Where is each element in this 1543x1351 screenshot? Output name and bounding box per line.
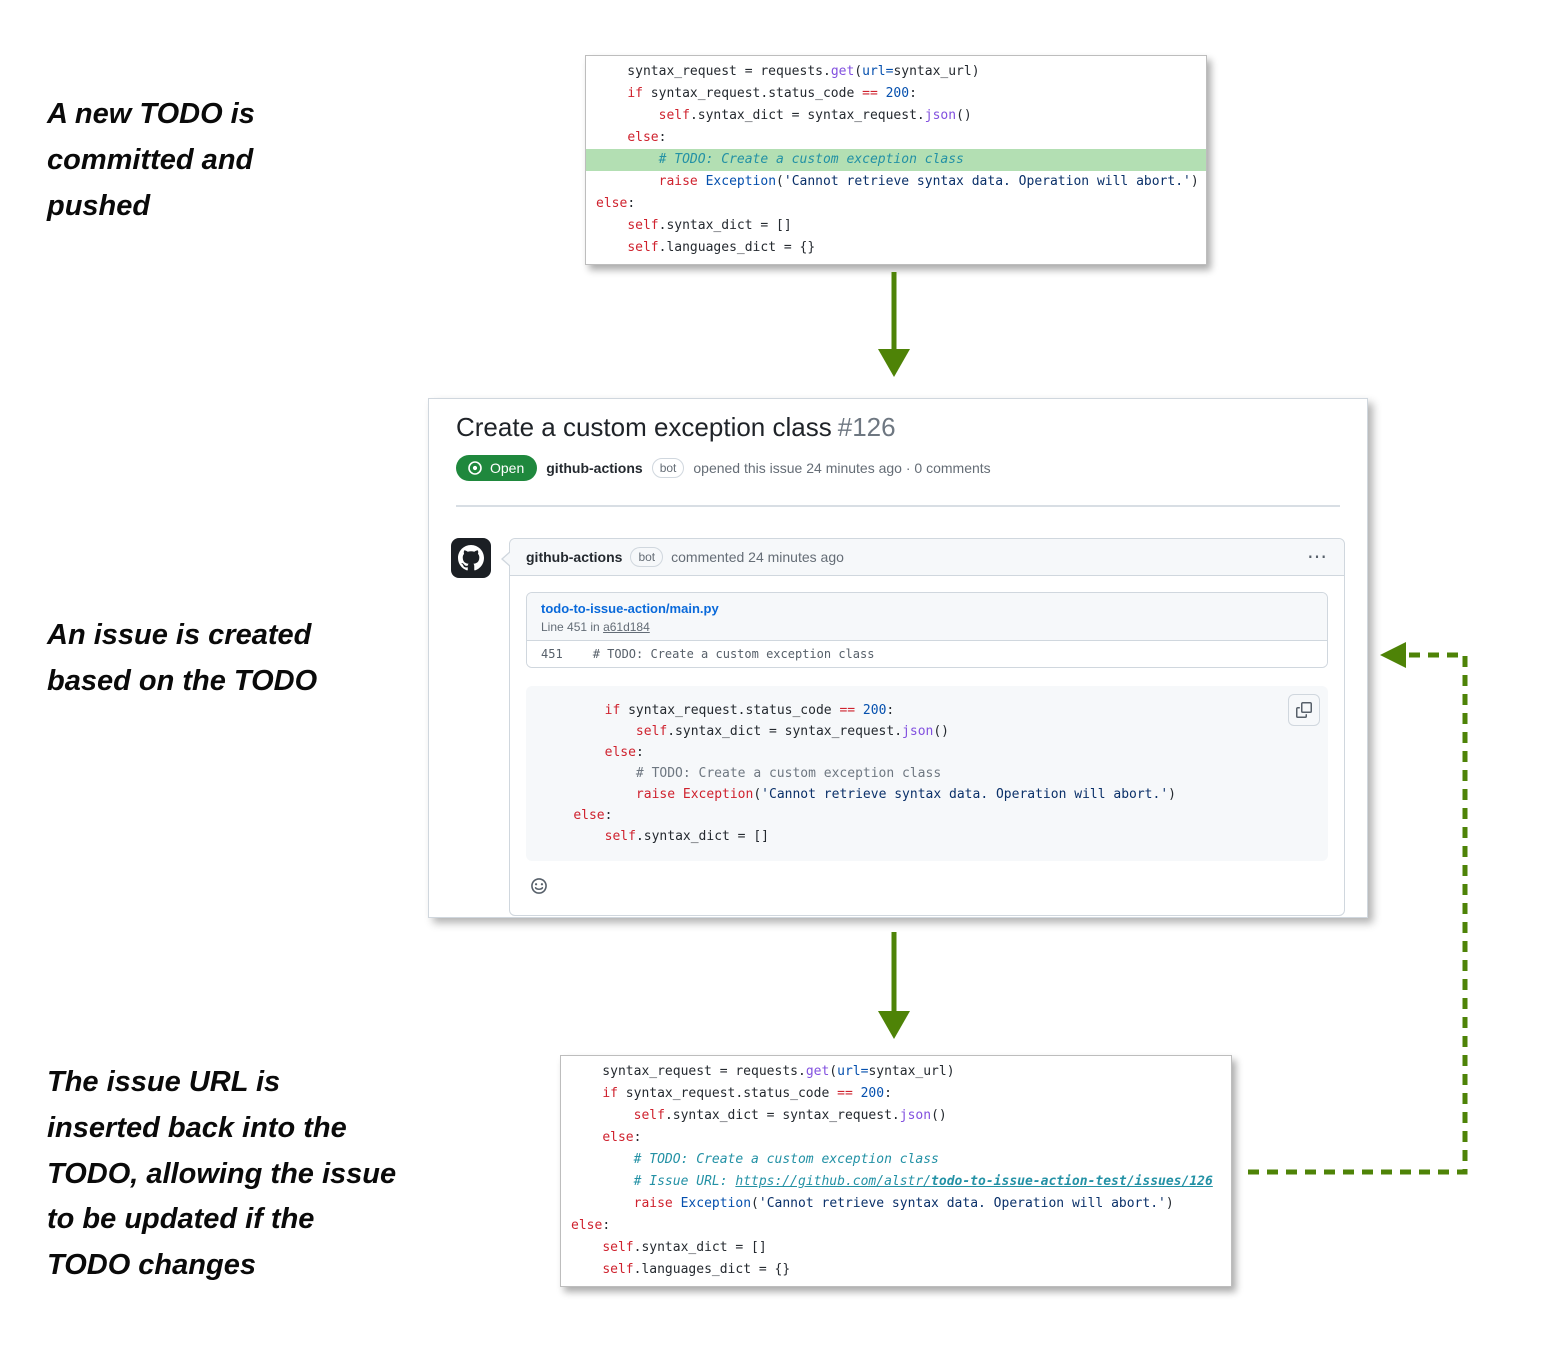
issue-title: Create a custom exception class#126	[456, 412, 896, 443]
code-line: raise Exception('Cannot retrieve syntax …	[658, 174, 1199, 189]
annotation-new-todo: A new TODO is committed and pushed	[47, 98, 255, 222]
code-line: self.syntax_dict = syntax_request.json()	[633, 1108, 947, 1123]
github-issue-card: Create a custom exception class#126 Open…	[428, 398, 1368, 918]
feedback-dashed-arrow	[1248, 642, 1468, 1175]
code-lines: syntax_request = requests.get(url=syntax…	[561, 1061, 1231, 1281]
reference-line-number: 451	[541, 647, 563, 661]
issue-opened-meta: opened this issue 24 minutes ago · 0 com…	[693, 460, 991, 476]
reference-line-info: Line 451 in a61d184	[541, 620, 1313, 634]
code-line: self.syntax_dict = []	[604, 829, 769, 844]
code-line: self.languages_dict = {}	[627, 240, 816, 255]
code-line: else:	[596, 196, 636, 211]
code-line: syntax_request = requests.get(url=syntax…	[596, 64, 980, 79]
issue-opened-icon	[468, 461, 482, 475]
code-line: self.syntax_dict = []	[627, 218, 792, 233]
smiley-icon	[531, 878, 547, 894]
code-line: else:	[602, 1130, 642, 1145]
annotation-issue-created: An issue is created based on the TODO	[47, 619, 318, 697]
code-line: self.syntax_dict = syntax_request.json()	[635, 724, 950, 739]
code-line: if syntax_request.status_code == 200:	[602, 1086, 892, 1101]
comment-author-link[interactable]: github-actions	[526, 549, 623, 565]
issue-comment: github-actions bot commented 24 minutes …	[501, 538, 1345, 916]
issue-state-label: Open	[490, 460, 525, 476]
add-reaction-button[interactable]	[526, 873, 552, 899]
code-line: self.syntax_dict = []	[602, 1240, 767, 1255]
code-line: else:	[627, 130, 667, 145]
code-line: else:	[573, 808, 613, 823]
flow-arrow-down-1	[878, 272, 910, 377]
code-reference-header: todo-to-issue-action/main.py Line 451 in…	[527, 593, 1327, 641]
issue-title-text: Create a custom exception class	[456, 412, 832, 442]
code-line: self.syntax_dict = syntax_request.json()	[658, 108, 972, 123]
comment-meta: commented 24 minutes ago	[671, 549, 844, 565]
issue-header-divider	[456, 505, 1340, 507]
reference-code-row: 451 # TODO: Create a custom exception cl…	[527, 641, 1327, 667]
issue-state-badge: Open	[456, 455, 538, 481]
copy-icon	[1296, 702, 1312, 718]
code-line: # TODO: Create a custom exception class	[542, 766, 942, 781]
code-line: raise Exception('Cannot retrieve syntax …	[635, 787, 1176, 802]
reference-file-link[interactable]: todo-to-issue-action/main.py	[541, 601, 719, 616]
reference-commit-link[interactable]: a61d184	[603, 620, 650, 634]
comment-bot-badge: bot	[630, 547, 664, 567]
code-line: if syntax_request.status_code == 200:	[627, 86, 917, 101]
kebab-menu-icon[interactable]: ⋯	[1307, 546, 1328, 568]
issue-bot-badge: bot	[651, 458, 685, 478]
github-logo-icon	[458, 545, 484, 571]
annotation-issue-url: The issue URL is inserted back into the …	[47, 1066, 397, 1282]
code-line: raise Exception('Cannot retrieve syntax …	[633, 1196, 1174, 1211]
code-lines: if syntax_request.status_code == 200: se…	[542, 700, 1312, 847]
code-line: else:	[571, 1218, 611, 1233]
code-lines: syntax_request = requests.get(url=syntax…	[586, 61, 1206, 259]
issue-code-block: if syntax_request.status_code == 200: se…	[526, 686, 1328, 861]
code-line: # Issue URL: https://github.com/alstr/to…	[633, 1174, 1213, 1189]
code-line: self.languages_dict = {}	[602, 1262, 791, 1277]
issue-number: #126	[837, 412, 896, 442]
copy-code-button[interactable]	[1288, 694, 1320, 726]
code-line: else:	[604, 745, 644, 760]
comment-header: github-actions bot commented 24 minutes …	[501, 539, 1344, 576]
code-reference-box: todo-to-issue-action/main.py Line 451 in…	[526, 592, 1328, 668]
code-line: # TODO: Create a custom exception class	[586, 149, 1206, 171]
code-line: # TODO: Create a custom exception class	[633, 1152, 939, 1167]
code-snippet-new-todo: syntax_request = requests.get(url=syntax…	[585, 55, 1207, 265]
issue-meta-row: Open github-actions bot opened this issu…	[456, 455, 991, 481]
code-snippet-with-issue-url: syntax_request = requests.get(url=syntax…	[560, 1055, 1232, 1287]
github-actions-avatar[interactable]	[451, 538, 491, 578]
code-line: syntax_request = requests.get(url=syntax…	[571, 1064, 955, 1079]
comment-body: todo-to-issue-action/main.py Line 451 in…	[510, 576, 1344, 915]
issue-author-link[interactable]: github-actions	[546, 460, 643, 476]
reference-code-text: # TODO: Create a custom exception class	[592, 647, 875, 661]
flow-arrow-down-2	[878, 932, 910, 1039]
code-line: if syntax_request.status_code == 200:	[604, 703, 895, 718]
reference-line-prefix: Line 451 in	[541, 620, 604, 634]
